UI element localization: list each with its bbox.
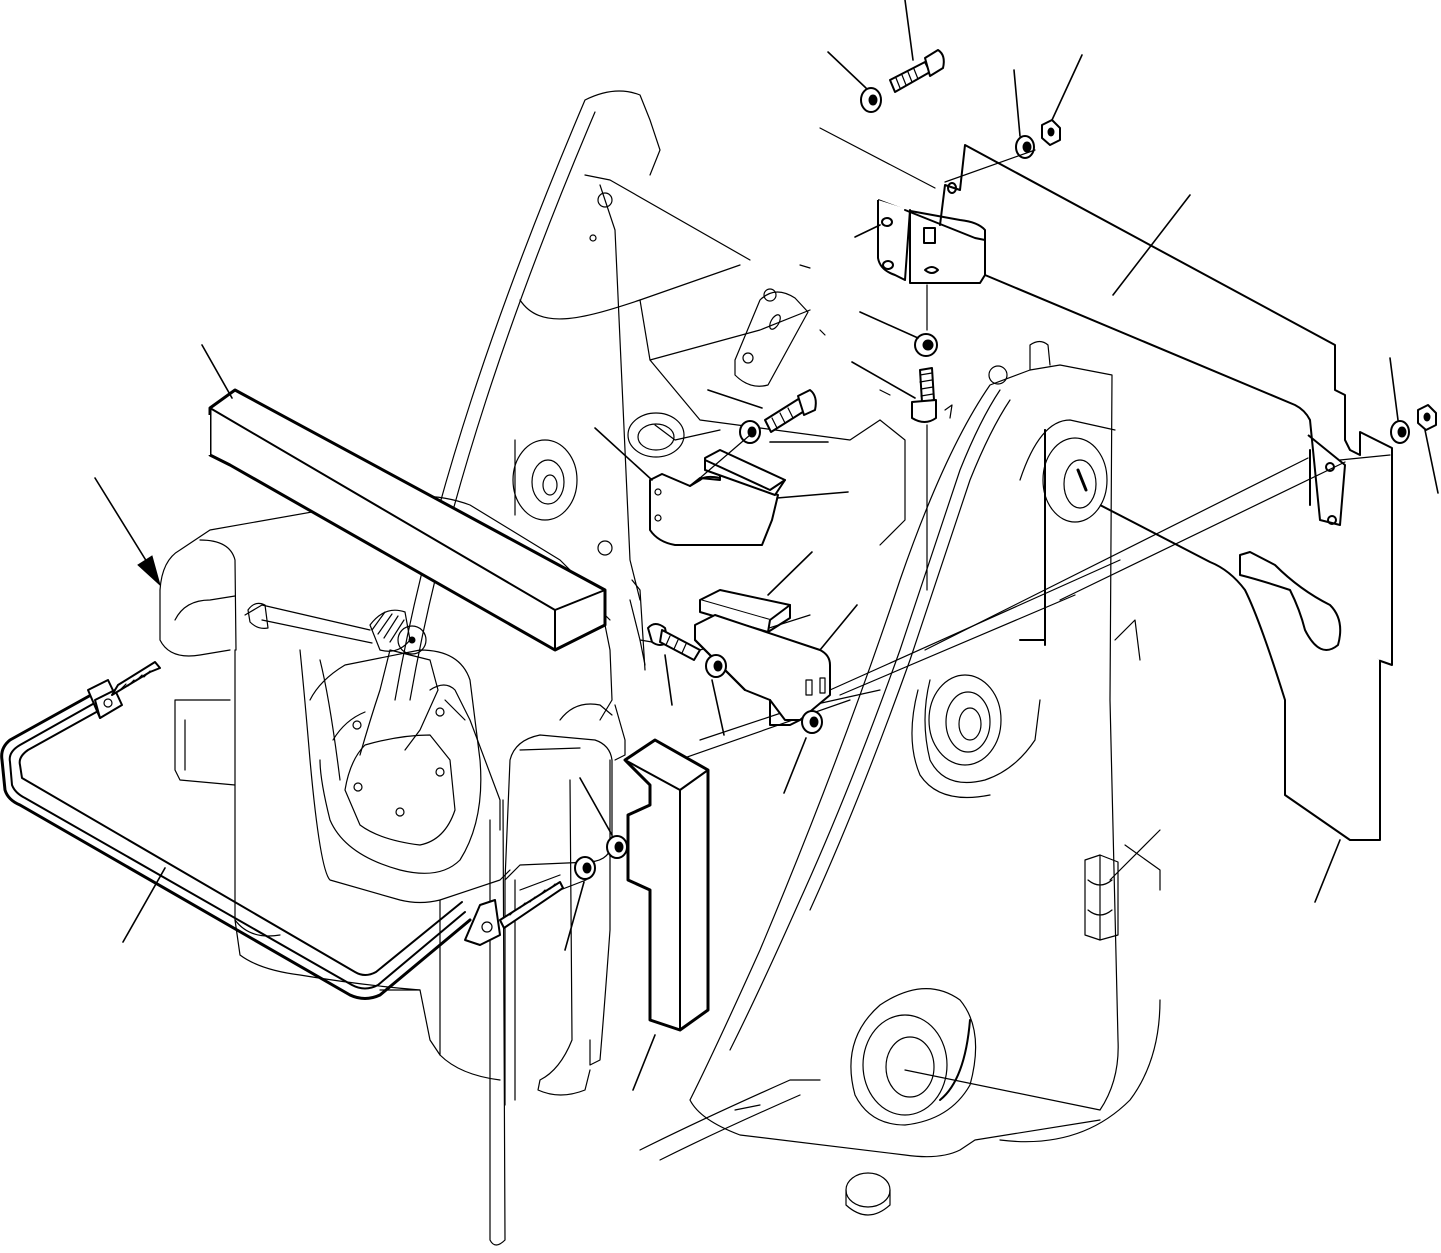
bracket-lower-small <box>694 589 831 726</box>
washer-bracket-right <box>1390 404 1437 444</box>
assembly-lines <box>559 127 1391 891</box>
leader-lines <box>94 0 1439 1091</box>
tank-strap <box>0 661 564 1000</box>
washer-strap <box>574 835 628 880</box>
bolt-lower-left <box>647 623 701 661</box>
bolt-top <box>889 49 945 93</box>
bracket-upper-small <box>649 449 786 546</box>
bolt-mid-vertical <box>911 367 953 423</box>
side-cover <box>1044 429 1381 841</box>
bolt-center <box>739 389 817 444</box>
washer-lower <box>705 654 823 734</box>
washer-top-right <box>1015 119 1061 159</box>
foam-block-side <box>623 738 710 1032</box>
washer-mid <box>914 333 938 357</box>
upper-bracket <box>877 144 1393 666</box>
foam-block-top <box>195 388 607 652</box>
washer-top <box>860 87 882 113</box>
